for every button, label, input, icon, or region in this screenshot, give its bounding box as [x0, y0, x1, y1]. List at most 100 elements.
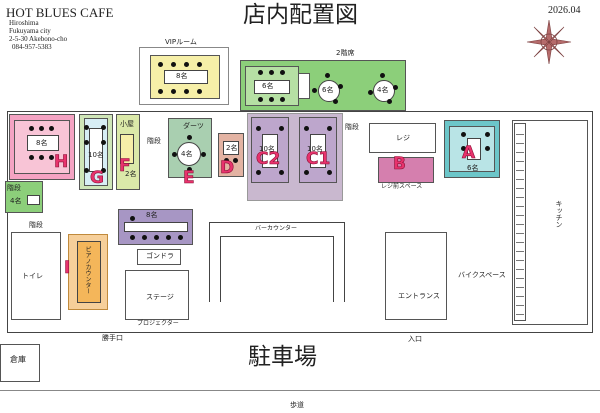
phone-line: 084-957-5383 [12, 43, 52, 51]
seat-f-table[interactable] [120, 134, 134, 164]
side-table[interactable] [27, 195, 40, 205]
kitchen-counter-lines [516, 126, 524, 318]
floor2-table-a[interactable] [254, 80, 290, 94]
seat-g-seat [84, 140, 89, 145]
seat-h-seat [29, 155, 34, 160]
seat-d-seat [233, 158, 238, 163]
seat-letter-e: E [183, 168, 195, 188]
storage-room [0, 344, 40, 382]
entrance-area [385, 232, 447, 320]
floor2-seat [387, 99, 392, 104]
seat-letter-c2: C2 [256, 149, 281, 169]
seat-h-seat [39, 155, 44, 160]
seat-c2-table[interactable] [262, 134, 278, 168]
floor2-seat [312, 88, 317, 93]
floor2-capacity-a: 6名 [262, 82, 274, 90]
seat-d-table[interactable] [223, 141, 239, 155]
bar-counter-outer [209, 222, 345, 302]
seat-letter-h: H [54, 152, 69, 172]
seat-a-seat [485, 132, 490, 137]
seat-d-area[interactable] [218, 133, 244, 177]
seat-letter-c1: C1 [306, 149, 331, 169]
seat-h-capacity: 8名 [36, 139, 48, 147]
seat-g-seat [101, 125, 106, 130]
floor2-seat [333, 99, 338, 104]
eight-seat-table[interactable] [124, 222, 188, 232]
seat-g-capacity: 10名 [88, 151, 104, 159]
gondola [137, 249, 181, 265]
seat-h-seat [39, 126, 44, 131]
floor2-capacity-b: 6名 [322, 86, 334, 94]
seat-e-capacity: 4名 [181, 150, 193, 158]
register-space-label: レジ前スペース [381, 183, 423, 190]
main-floor-outline [7, 111, 593, 333]
seat-letter-f: F [119, 156, 131, 176]
vip-seat [197, 89, 202, 94]
register-label: レジ [396, 134, 410, 142]
bar-counter-inner [220, 236, 334, 302]
seat-h-seat [49, 126, 54, 131]
toilet-room [11, 232, 61, 320]
seat-d-capacity: 2名 [226, 144, 238, 152]
vip-room-label: VIPルーム [165, 38, 197, 46]
floor2-partition [298, 73, 310, 99]
sidewalk-label: 歩道 [290, 401, 304, 409]
eight-seat-seat [130, 216, 135, 221]
seat-c2-seat [279, 170, 284, 175]
floor2-table-c[interactable] [373, 80, 395, 102]
seat-letter-g: G [90, 168, 105, 188]
floor2-seat [338, 84, 343, 89]
gondola-label: ゴンドラ [146, 252, 174, 260]
seat-c2-seat [256, 170, 261, 175]
seat-g-seat [84, 168, 89, 173]
seat-h-table[interactable] [27, 135, 59, 151]
seat-b-area[interactable] [378, 157, 434, 183]
seat-c2-seat [279, 126, 284, 131]
floor2-table-b[interactable] [318, 80, 340, 102]
stairs-label-2: 階段 [345, 123, 359, 131]
seat-a-table[interactable] [467, 138, 481, 160]
seat-c1-seat [327, 126, 332, 131]
sidewalk-line [0, 390, 600, 391]
side-capacity: 4名 [10, 197, 22, 205]
seat-a-capacity: 6名 [467, 164, 479, 172]
seat-e-seat [201, 152, 206, 157]
eight-seat-seat [166, 235, 171, 240]
vip-table[interactable] [164, 70, 208, 84]
seat-g-table[interactable] [89, 128, 103, 172]
floor2-seat [258, 97, 263, 102]
vip-seat [171, 62, 176, 67]
entrance-door-label: 入口 [408, 335, 422, 343]
city-line-1: Hiroshima [9, 19, 39, 27]
cafe-name: HOT BLUES CAFE [6, 5, 114, 20]
seat-h-seat [49, 155, 54, 160]
date-label: 2026.04 [548, 5, 581, 16]
seat-c2-capacity: 10名 [259, 145, 275, 153]
city-line-2: Fukuyama city [9, 27, 51, 35]
seat-e-seat [187, 167, 192, 172]
seat-letter-a: A [462, 143, 476, 163]
seat-d-seat [224, 158, 229, 163]
floor2-seat [380, 73, 385, 78]
seat-i-counter[interactable] [77, 241, 101, 303]
seat-a-seat [461, 132, 466, 137]
seat-c1-seat [304, 170, 309, 175]
seat-h-seat [29, 126, 34, 131]
back-door-label: 勝手口 [102, 334, 123, 342]
compass-icon [526, 19, 572, 65]
floor2-seat [258, 70, 263, 75]
floor2-seat [325, 73, 330, 78]
floor2-seat [280, 70, 285, 75]
koagari-label: 小屋 [120, 120, 134, 128]
seat-e-table[interactable] [177, 142, 201, 166]
side-stairs-label: 階段 [7, 184, 21, 192]
seat-c1-table[interactable] [310, 134, 326, 168]
seat-c1-seat [327, 170, 332, 175]
seat-letter-b: B [393, 154, 407, 174]
register-counter[interactable] [369, 123, 436, 153]
seat-e-seat [172, 152, 177, 157]
seat-a-seat [485, 146, 490, 151]
floor2-seat [368, 90, 373, 95]
toilet-label: トイレ [22, 272, 43, 280]
stage [125, 270, 189, 320]
